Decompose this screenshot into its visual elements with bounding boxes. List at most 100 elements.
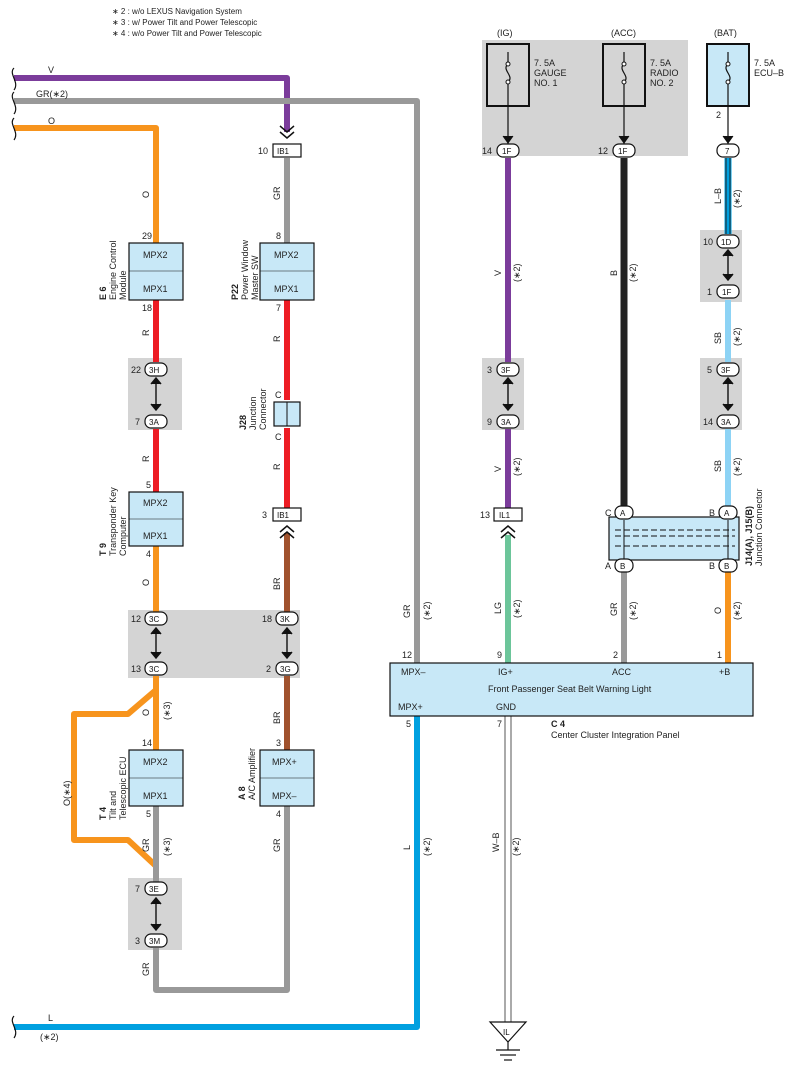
connector-3f-right [716,362,740,377]
e6-name-2: Module [118,270,128,300]
wl-n2-v-1f: (∗2) [512,263,522,282]
connector-b-left-label: B [620,562,625,571]
pin-1-1f: 1 [707,287,712,297]
t4-code: T 4 [98,807,108,820]
arrows-3c [150,626,162,660]
c4-pin-mpx-minus: MPX– [401,667,426,677]
pin-7-3e: 7 [135,884,140,894]
connector-3m [144,933,168,948]
wl-lb-7: L–B [713,188,723,204]
j14-name: Junction Connector [754,488,764,566]
label-acc: (ACC) [611,28,636,38]
break-mark-1 [11,67,17,91]
wl-n3-3c: (∗3) [162,701,172,720]
wire-o4-bypass [71,687,159,869]
pin-29-e6: 29 [142,231,152,241]
connector-il1-label: IL1 [499,511,511,520]
wire-v-top [14,75,290,132]
pin-14-t4: 14 [142,738,152,748]
break-mark-3 [11,117,17,141]
connector-b-right [718,558,738,573]
c4-pin-mpx-plus: MPX+ [398,702,423,712]
svg-text:MPX1: MPX1 [274,284,299,294]
fuse-gauge [486,43,530,118]
e6-engine-control-module: MPX2 MPX1 [128,242,184,301]
wl-lg-il1: LG [493,602,503,614]
wl-sb-1f: SB [713,332,723,344]
pin-12-c4: 12 [402,650,412,660]
arrows-1d-1f [722,248,734,282]
pin-2-bat: 2 [716,110,721,120]
pin-12-1f: 12 [598,146,608,156]
connector-3f-right-label: 3F [721,366,730,375]
wl-o4-bypass: O(∗4) [62,780,72,806]
wl-n2-gr-b: (∗2) [628,601,638,620]
connector-1f-ig-label: 1F [502,147,511,156]
chevron-ib1-top [279,125,295,139]
svg-text:MPX1: MPX1 [143,531,168,541]
c4-name: Center Cluster Integration Panel [551,730,680,740]
pin-14-3a: 14 [703,417,713,427]
connector-1f-acc-label: 1F [618,147,627,156]
connector-3k [275,611,299,626]
arrows-3h-3a [150,376,162,412]
wl-n2-sb-1f: (∗2) [732,327,742,346]
a8-code: A 8 [237,786,247,800]
wl-gr-p22: GR [272,186,282,200]
wl-gr-3m: GR [141,962,151,976]
note-3: ∗ 4 : w/o Power Tilt and Power Telescopi… [112,29,262,38]
j14-j15-junction-connector [608,516,740,561]
pin-7-3a: 7 [135,417,140,427]
c4-code: C 4 [551,719,565,729]
wl-o-t9: O [141,579,151,586]
fuse-radio-amp: 7. 5A [650,58,671,68]
connector-3h [144,362,168,377]
wl-sb-3a: SB [713,460,723,472]
pin-a-b-left: A [605,561,611,571]
t9-name-1: Transponder Key [108,487,118,556]
connector-3f-mid-label: 3F [501,366,510,375]
connector-b-right-label: B [724,562,729,571]
pin-5-t9: 5 [146,480,151,490]
arrows-3f-3a-mid [502,376,514,412]
pin-4-t9: 4 [146,549,151,559]
pin-18-3k: 18 [262,614,272,624]
c4-pin-gnd: GND [496,702,517,712]
pin-5-t4: 5 [146,809,151,819]
wl-n2-c4-left: (∗2) [422,601,432,620]
connector-3a-left [144,414,168,429]
svg-text:MPX2: MPX2 [143,498,168,508]
p22-name-1: Power Window [240,239,250,300]
wl-n2-sb-3a: (∗2) [732,457,742,476]
pin-10-1d: 10 [703,237,713,247]
break-mark-2 [11,91,17,115]
connector-3c-top-label: 3C [149,615,159,624]
label-gr-top: GR(∗2) [36,89,68,99]
a8-name: A/C Amplifier [247,748,257,800]
wl-n2-b: (∗2) [628,263,638,282]
connector-a-left [614,505,634,520]
p22-name-2: Master SW [250,255,260,300]
pin-b-a-right: B [709,508,715,518]
j28-code: J28 [238,415,248,430]
c4-pin-acc: ACC [612,667,632,677]
wl-v-1f: V [493,270,503,276]
j14-code: J14(A), J15(B) [744,506,754,566]
connector-3a-right [716,414,740,429]
connector-ib1-top [272,143,302,158]
connector-3m-label: 3M [149,937,160,946]
connector-1d [716,234,740,249]
connector-1f-right [716,284,740,299]
wl-o-3c: O [141,709,151,716]
pin-1-c4: 1 [717,650,722,660]
connector-3k-label: 3K [280,615,290,624]
c4-pin-ig: IG+ [498,667,513,677]
wl-gr-a8: GR [272,838,282,852]
j28-name-1: Junction [248,396,258,430]
pin-8-p22: 8 [276,231,281,241]
label-v-top: V [48,65,54,75]
pin-5-c4: 5 [406,719,411,729]
wl-l-c4: L [402,845,412,850]
svg-text:MPX2: MPX2 [143,250,168,260]
t9-name-2: Computer [118,516,128,556]
